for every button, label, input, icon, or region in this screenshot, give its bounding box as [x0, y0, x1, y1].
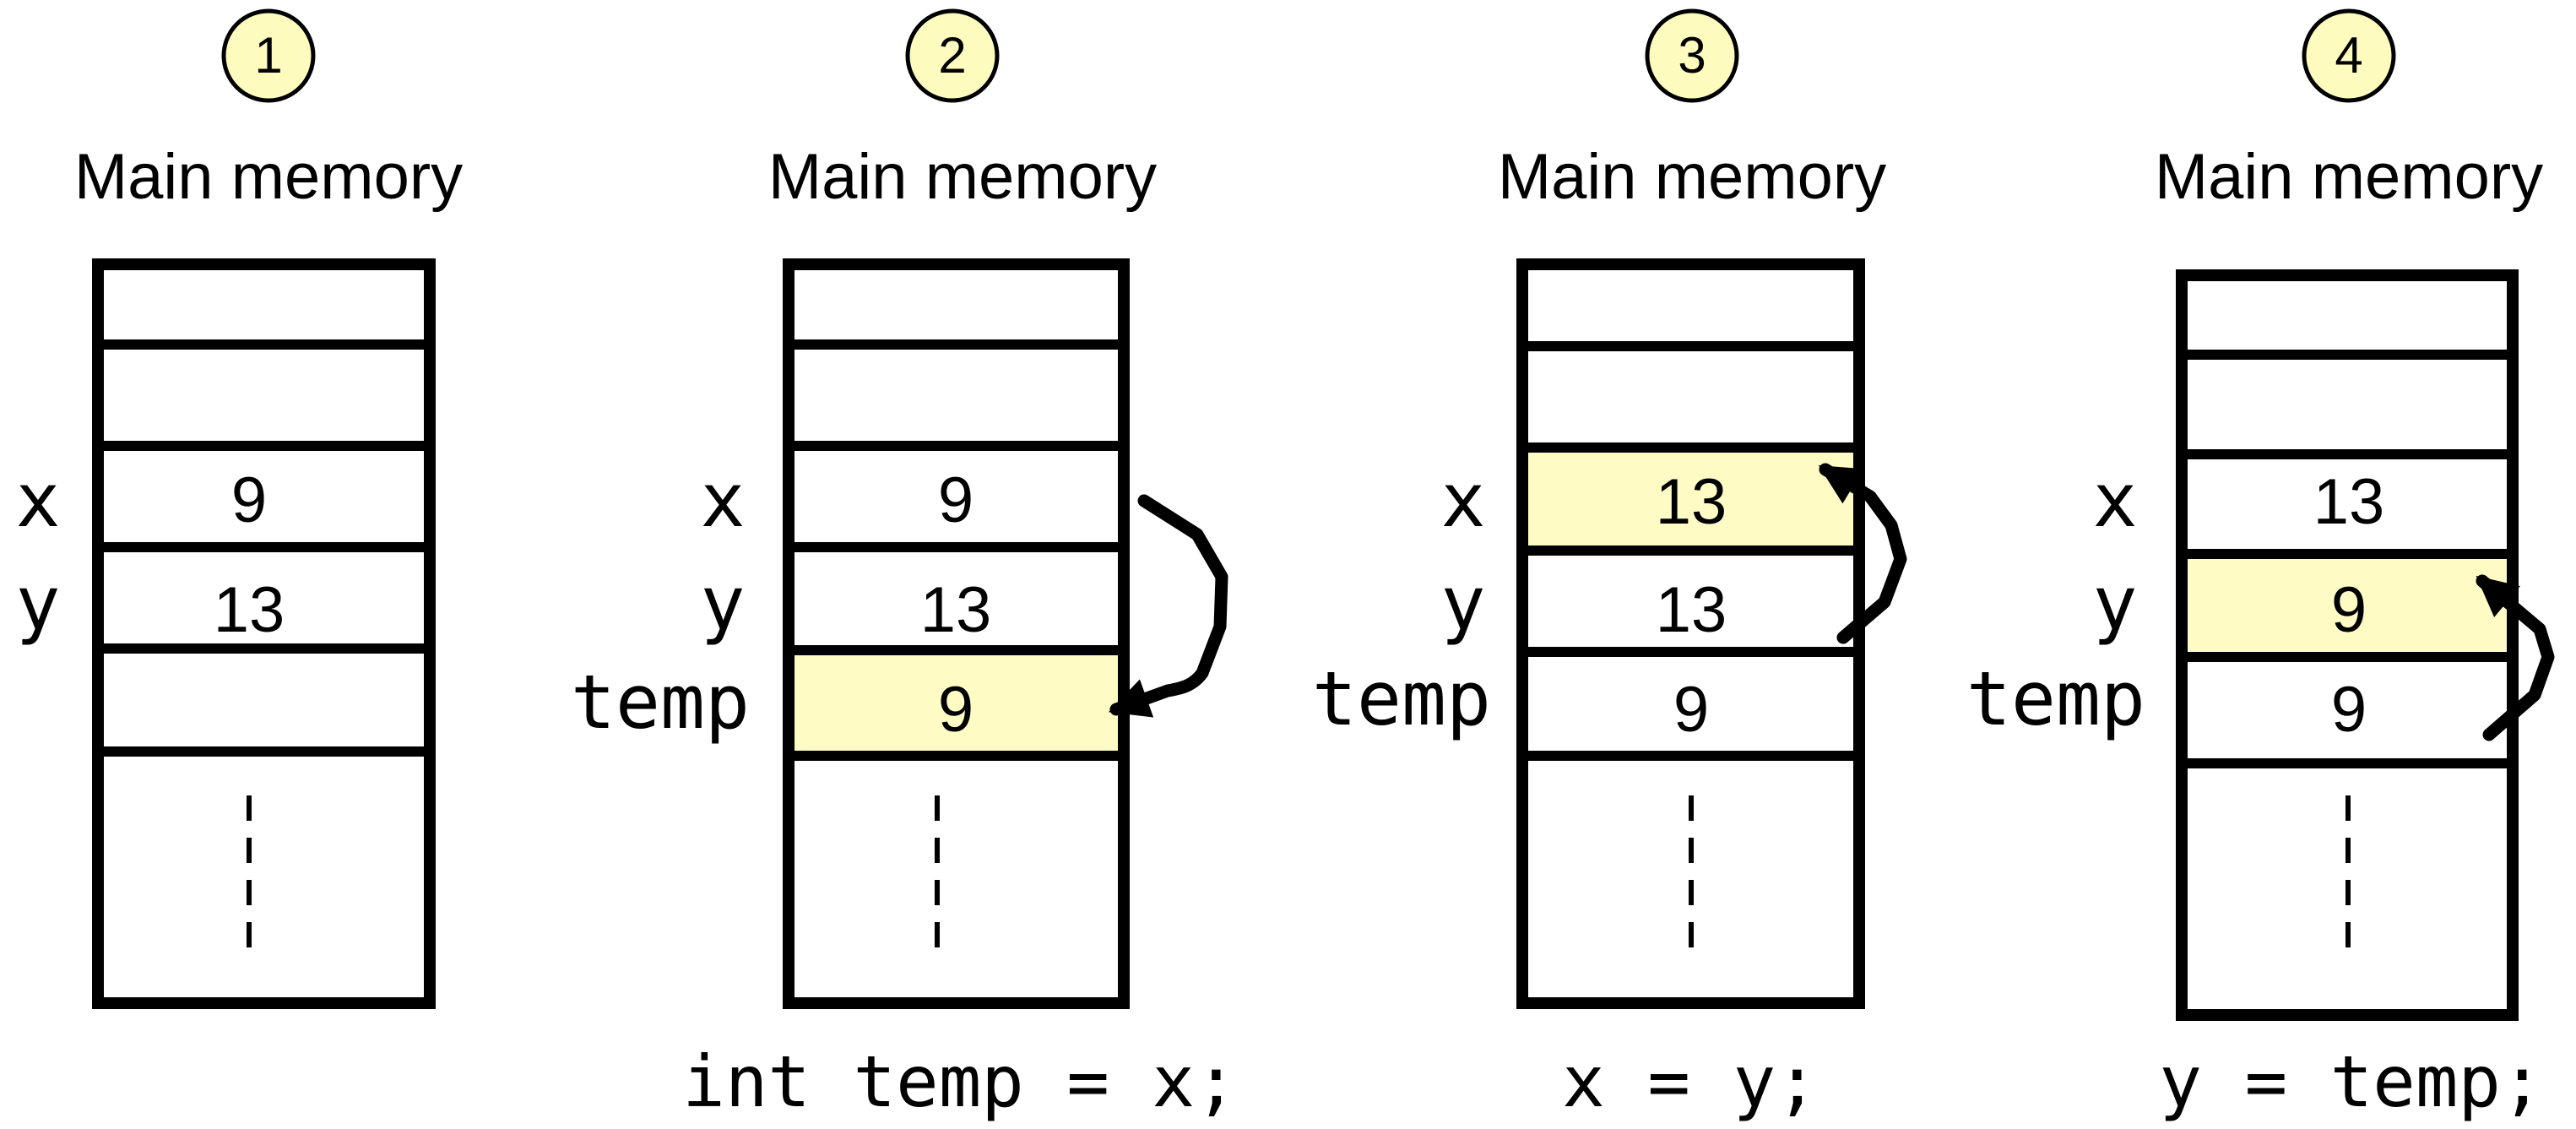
cell-value-x: 9 — [938, 464, 973, 536]
cell-value-x: 13 — [2313, 466, 2385, 538]
cell-value-x: 9 — [231, 464, 267, 536]
cell-value-y: 9 — [2331, 574, 2367, 646]
panel-4: 4 Main memory x y temp 13 9 9 y = temp; — [1966, 8, 2555, 1123]
copy-arrow — [1818, 463, 1907, 644]
memory-block — [783, 258, 1130, 1009]
cell-value-temp: 9 — [1673, 674, 1709, 746]
step-badge-1: 1 — [221, 8, 316, 103]
variable-label-temp: temp — [571, 659, 750, 746]
cell-value-y: 13 — [214, 574, 285, 646]
variable-label-x: x — [2093, 457, 2138, 544]
memory-block — [1516, 258, 1865, 1009]
cell-value-temp: 9 — [938, 674, 973, 746]
memory-outline — [92, 258, 436, 1009]
code-statement: int temp = x; — [682, 1040, 1237, 1123]
step-badge-3: 3 — [1645, 8, 1739, 103]
highlighted-cell-y — [2187, 559, 2508, 652]
panel-title: Main memory — [768, 141, 1157, 213]
variable-label-temp: temp — [1966, 655, 2145, 742]
cell-value-x: 13 — [1656, 466, 1727, 538]
step-number: 3 — [1678, 27, 1706, 84]
variable-label-temp: temp — [1312, 655, 1491, 742]
cell-value-temp: 9 — [2331, 674, 2367, 746]
panel-1: 1 Main memory x y 9 13 — [16, 8, 463, 1009]
highlighted-cell-x — [1527, 453, 1854, 547]
variable-label-y: y — [2093, 560, 2138, 647]
copy-arrow — [2476, 574, 2555, 741]
code-statement: y = temp; — [2159, 1040, 2543, 1123]
memory-block — [2176, 269, 2519, 1021]
cell-value-y: 13 — [1656, 574, 1727, 646]
step-number: 2 — [938, 27, 966, 84]
variable-label-x: x — [1441, 457, 1486, 544]
memory-outline — [1516, 258, 1865, 1009]
panel-title: Main memory — [2155, 141, 2543, 213]
step-badge-2: 2 — [905, 8, 1000, 103]
variable-label-y: y — [16, 560, 61, 647]
variable-label-x: x — [701, 457, 746, 544]
copy-arrow — [1108, 494, 1228, 718]
step-number: 4 — [2335, 27, 2362, 84]
cell-value-y: 13 — [920, 574, 992, 646]
variable-label-y: y — [701, 560, 746, 647]
step-number: 1 — [254, 27, 282, 84]
highlighted-cell-temp — [794, 655, 1119, 754]
panel-title: Main memory — [74, 141, 463, 213]
panel-3: 3 Main memory x y temp 13 13 9 x = y; — [1312, 8, 1907, 1123]
memory-outline — [2176, 269, 2519, 1021]
memory-outline — [783, 258, 1130, 1009]
step-badge-4: 4 — [2302, 8, 2396, 103]
code-statement: x = y; — [1562, 1040, 1818, 1123]
panel-2: 2 Main memory x y temp 9 13 9 int temp =… — [571, 8, 1238, 1123]
memory-block — [92, 258, 436, 1009]
panel-title: Main memory — [1498, 141, 1886, 213]
variable-label-y: y — [1441, 560, 1486, 647]
variable-label-x: x — [16, 457, 61, 544]
